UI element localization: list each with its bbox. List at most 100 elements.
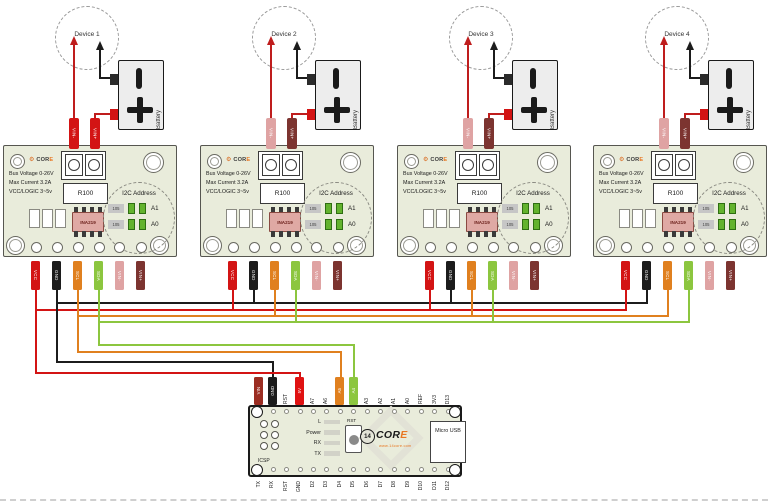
capacitor: [436, 209, 447, 228]
pin-label: 3V3: [431, 395, 438, 404]
capacitor-bank: [226, 209, 263, 228]
spec-logic-level: VCC/LOGIC 3~5v: [599, 189, 642, 195]
chip-legs: [72, 231, 104, 237]
jumper-pad: [325, 218, 332, 230]
screw-terminal-cell: [262, 154, 280, 176]
pin-connector: VIN-: [509, 261, 518, 290]
led-row: Power: [284, 430, 340, 436]
nano-top-pin-row: VIN VIN GND GND RST RST 5V 5V A7 A7 A6 A…: [252, 377, 455, 405]
minus-icon: [333, 68, 339, 89]
wire-vin-plus-to-battery-vert: [94, 113, 96, 121]
nano-pin: GND GND: [266, 377, 280, 405]
resistor-105: 105: [108, 219, 124, 229]
module1-vcc-drop-wire: [35, 290, 37, 374]
wire-vin-minus-to-device: [270, 44, 272, 121]
screw-terminal-cell: [282, 154, 300, 176]
pin-connector: A4: [348, 377, 358, 405]
battery-positive-terminal: [504, 109, 512, 120]
jumper-pad: [729, 202, 736, 214]
vin-minus-terminal-connector: VIN-: [69, 118, 79, 149]
logo-text: COR: [430, 157, 444, 163]
pin-connector: SCL: [663, 261, 672, 290]
battery-negative-terminal: [504, 74, 512, 85]
module-pin-connector-row: VCC GND SCL SDA VIN- VIN+: [621, 261, 735, 290]
i2c-address-circle: [693, 182, 765, 254]
logo-word: CORE: [376, 429, 408, 441]
module2-sda-drop-wire: [295, 290, 297, 323]
device-label: Device 4: [664, 31, 690, 38]
minus-icon: [726, 68, 732, 89]
pin-label: A0: [404, 397, 411, 404]
capacitor-bank: [619, 209, 656, 228]
14core-logo: 14 CORE: [360, 429, 408, 444]
spec-max-current: Max Current 3.2A: [403, 180, 446, 186]
plus-icon: [531, 97, 537, 123]
a0-label: A0: [151, 220, 159, 228]
module1-sda-drop-wire: [98, 290, 100, 346]
screw-terminal-cell: [675, 154, 693, 176]
screw-terminal-block: [258, 151, 303, 180]
vin-plus-terminal-label: VIN+: [682, 127, 688, 140]
a0-label: A0: [741, 220, 749, 228]
red-arrowhead-icon: [660, 36, 668, 45]
jumper-pad: [325, 202, 332, 214]
pin-connector-label: VIN-: [707, 270, 712, 281]
screw-icon: [265, 159, 277, 171]
vin-plus-terminal-label: VIN+: [486, 127, 492, 140]
module-pin-connector-row: VCC GND SCL SDA VIN- VIN+: [31, 261, 145, 290]
capacitor: [449, 209, 460, 228]
vcc-bus-wire: [35, 309, 627, 311]
pin-connector: VIN-: [312, 261, 321, 290]
pin-label: D10: [418, 481, 425, 491]
led-bar: [324, 451, 340, 456]
pin-connector-label: VCC: [623, 270, 628, 281]
pin-label: A2: [377, 397, 384, 404]
nano-pin-label-cell: D9: [401, 481, 415, 502]
pin-connector: GND: [249, 261, 258, 290]
reset-button-cap[interactable]: [349, 435, 359, 445]
battery-positive-terminal: [307, 109, 315, 120]
pin-label: A1: [391, 397, 398, 404]
logo-text: COR: [36, 157, 50, 163]
nano-pin-label-cell: D6: [360, 481, 374, 502]
wire-vin-minus-to-device: [467, 44, 469, 121]
wire-battery-to-device-vert: [493, 49, 495, 79]
mounting-hole: [251, 464, 263, 476]
pin-connector-label: GND: [54, 270, 59, 281]
nano-pin-label-cell: D2: [306, 481, 320, 502]
chip-legs: [269, 231, 301, 237]
pin-connector: VIN-: [115, 261, 124, 290]
module4-gnd-drop-wire: [646, 290, 648, 304]
mounting-hole: [404, 154, 419, 169]
module2-vcc-drop-wire: [232, 290, 234, 311]
ina219-module: Device 2 Battery VIN- VIN+: [200, 0, 374, 300]
chip-legs: [466, 207, 498, 213]
logo-accent: E: [443, 157, 448, 163]
reset-label: RST: [347, 418, 357, 423]
spec-logic-level: VCC/LOGIC 3~5v: [206, 189, 249, 195]
nano-pin-label-cell: D10: [414, 481, 428, 502]
vin-plus-terminal-label: VIN+: [92, 127, 98, 140]
mounting-hole: [400, 236, 419, 255]
pin-connector: VIN: [254, 377, 264, 405]
black-arrowhead-icon: [96, 41, 104, 50]
pin-connector: VIN+: [726, 261, 735, 290]
screw-icon: [462, 159, 474, 171]
nano-pin: A5 A5: [333, 377, 347, 405]
plus-icon: [727, 97, 733, 123]
nano-pin-label-cell: D8: [387, 481, 401, 502]
logo-accent: E: [49, 157, 54, 163]
module-pcb: ⚙ CORE Bus Voltage 0-26V Max Current 3.2…: [200, 145, 374, 257]
i2c-address-title: I2C Address: [712, 190, 746, 197]
pin-connector-label: 5V: [296, 388, 302, 394]
jumper-pad: [522, 202, 529, 214]
resistor-105: 105: [305, 219, 321, 229]
mounting-hole: [449, 406, 461, 418]
vin-plus-terminal-label: VIN+: [289, 127, 295, 140]
minus-icon: [530, 68, 536, 89]
pin-connector-label: SDA: [96, 270, 101, 281]
14core-module-logo: ⚙ CORE: [29, 156, 53, 163]
pin-connector-label: VIN+: [138, 269, 143, 282]
nano-pin: A2 A2: [374, 377, 388, 405]
